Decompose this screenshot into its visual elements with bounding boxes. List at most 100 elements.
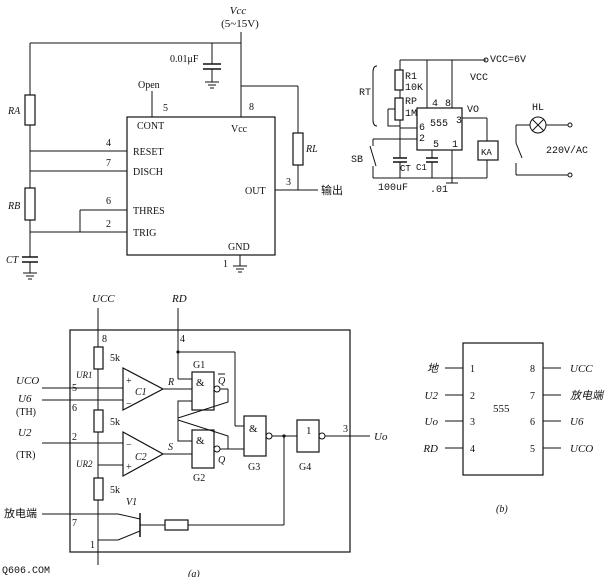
pinout-right-number: 5 <box>530 444 535 455</box>
pinout-left-label: 地 <box>427 362 439 375</box>
vo-label: VO <box>467 105 479 116</box>
r5k-label-3: 5k <box>110 485 120 496</box>
pin-reset-label: RESET <box>133 147 164 158</box>
pinout-left-number: 1 <box>470 364 475 375</box>
c2-comparator-label: C2 <box>135 452 147 463</box>
timer-pin-1: 1 <box>452 140 458 151</box>
timer-chip-label: 555 <box>430 119 448 130</box>
caption-a: (a) <box>188 569 200 577</box>
resistor-rl <box>292 132 304 166</box>
internal-pin-5: 5 <box>72 383 77 394</box>
rp-value: 1M <box>405 109 417 120</box>
internal-pin-3: 3 <box>343 424 348 435</box>
pin-trig-label: TRIG <box>133 228 156 239</box>
rl-label: RL <box>305 144 318 155</box>
uco-label: UCO <box>16 375 39 387</box>
ct-timer-label: CT <box>400 164 411 174</box>
timer-555-chip <box>416 107 463 151</box>
vcc-6v-label: VCC=6V <box>490 55 526 66</box>
internal-555-diagram: UCC 8 RD 4 5k 5k 5k 1 UCO 5 UR1 C1 + − U… <box>2 293 388 577</box>
pin-disch-label: DISCH <box>133 167 163 178</box>
timer-pin-6: 6 <box>419 123 425 134</box>
pinout-left-number: 3 <box>470 417 475 428</box>
vcc-range-label: (5~15V) <box>221 18 259 30</box>
delay-timer-circuit: VCC=6V VCC R1 10K RP 1M RT 555 4 8 3 VO … <box>351 55 588 196</box>
rp-label: RP <box>405 97 417 108</box>
g2-output-bubble <box>213 445 221 453</box>
pinout-left-label: RD <box>422 443 438 455</box>
pinout-right-label: U6 <box>570 416 584 428</box>
qbar-label: Q <box>218 376 226 387</box>
pinout-right-label: UCO <box>570 443 593 455</box>
pinout-left-number: 2 <box>470 391 475 402</box>
v1-label: V1 <box>126 497 137 508</box>
u2-label: U2 <box>18 427 32 439</box>
c1-comparator-label: C1 <box>135 387 147 398</box>
g4-output-bubble <box>318 432 326 440</box>
vcc-label: Vcc <box>230 5 247 17</box>
g1-amp: & <box>196 377 205 389</box>
r5k-label-2: 5k <box>110 417 120 428</box>
decoupling-cap-label: 0.01μF <box>170 54 199 65</box>
pinout-right-label: UCC <box>570 363 593 375</box>
internal-pin-2: 2 <box>72 432 77 443</box>
pin-2-number: 2 <box>106 219 111 230</box>
pin-thres-label: THRES <box>133 206 165 217</box>
g3-label: G3 <box>248 462 260 473</box>
open-label: Open <box>138 80 160 91</box>
pin-8-number: 8 <box>249 102 254 113</box>
pinout-right-number: 6 <box>530 417 535 428</box>
uo-label: Uo <box>374 431 388 443</box>
resistor-r1 <box>394 69 404 91</box>
internal-pin-4: 4 <box>180 334 185 345</box>
pinout-chip-body <box>462 342 544 476</box>
timer-pin-4: 4 <box>432 99 438 110</box>
g2-amp: & <box>196 435 205 447</box>
pin-out-label: OUT <box>245 186 266 197</box>
pin-vcc-label: Vcc <box>231 124 248 135</box>
pin-4-number: 4 <box>106 138 111 149</box>
ct-value: 100uF <box>378 183 408 194</box>
divider-resistor-2 <box>93 409 104 433</box>
ur2-label: UR2 <box>76 459 93 469</box>
r1-label: R1 <box>405 72 417 83</box>
c1-minus-sign: − <box>126 399 132 410</box>
internal-pin-1: 1 <box>90 540 95 551</box>
watermark: Q606.COM <box>2 566 50 577</box>
c2-minus-sign: − <box>126 440 132 451</box>
discharge-label: 放电端 <box>4 506 37 520</box>
g4-one: 1 <box>306 425 312 437</box>
pinout-right-number: 7 <box>530 391 535 402</box>
ic-555-chip <box>126 116 276 256</box>
divider-resistor-1 <box>93 346 104 370</box>
timer-pin-5: 5 <box>433 140 439 151</box>
pinout-right-label: 放电端 <box>570 389 605 402</box>
pin-5-number: 5 <box>163 103 168 114</box>
rb-label: RB <box>7 201 20 212</box>
rd-label: RD <box>171 293 187 305</box>
g3-output-bubble <box>265 432 273 440</box>
ct-label: CT <box>6 255 20 266</box>
sb-label: SB <box>351 155 363 166</box>
internal-pin-6: 6 <box>72 403 77 414</box>
comparator-c1 <box>122 367 165 411</box>
r-input-label: R <box>167 377 174 388</box>
g3-amp: & <box>249 423 258 435</box>
pinout-left-label: U2 <box>425 390 439 402</box>
push-button-sb <box>369 145 377 167</box>
gate-g3 <box>243 415 267 457</box>
resistor-rb <box>24 187 36 221</box>
pin-7-number: 7 <box>106 158 111 169</box>
ra-label: RA <box>7 106 21 117</box>
pin-1-number: 1 <box>223 259 228 270</box>
vcc-terminal <box>483 57 489 63</box>
c1-plus-sign: + <box>126 376 132 387</box>
pin-3-number: 3 <box>286 177 291 188</box>
caption-b: (b) <box>496 504 508 515</box>
potentiometer-rp <box>394 97 404 121</box>
ac-terminal-bottom <box>567 172 573 178</box>
